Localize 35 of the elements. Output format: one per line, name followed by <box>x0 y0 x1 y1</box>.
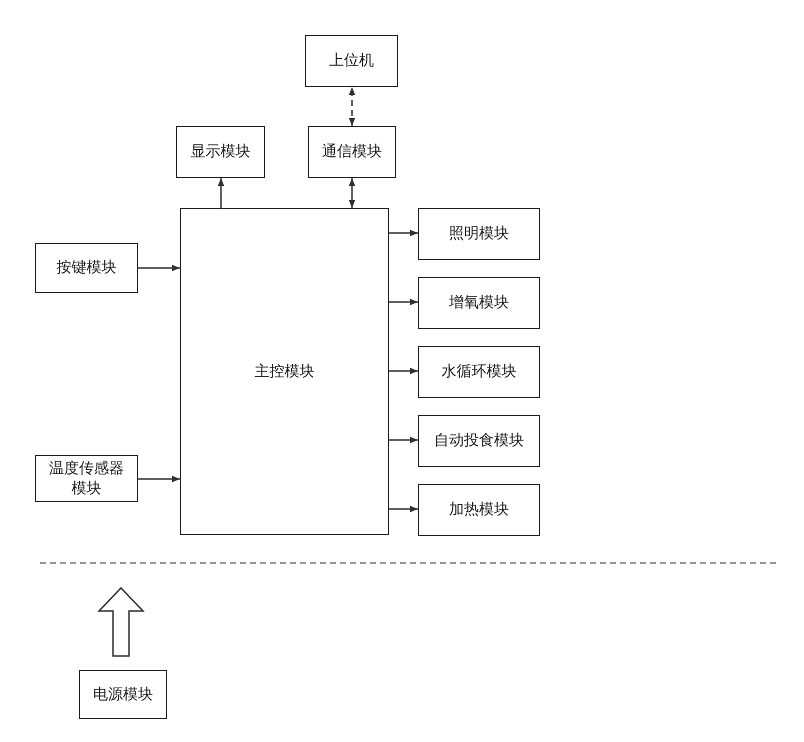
module-label: 主控模块 <box>254 362 314 382</box>
module-label: 温度传感器模块 <box>48 459 125 498</box>
module-box <box>418 415 540 467</box>
module-box <box>35 243 138 293</box>
module-box <box>305 35 398 87</box>
arrow <box>138 476 180 482</box>
arrow <box>389 298 418 306</box>
module-label: 增氧模块 <box>449 293 509 313</box>
arrow <box>389 436 418 444</box>
module-box <box>418 484 540 536</box>
arrow <box>389 506 418 512</box>
module-label: 通信模块 <box>322 142 382 162</box>
module-box <box>418 277 540 329</box>
module-label: 照明模块 <box>449 224 509 244</box>
arrow <box>218 178 224 208</box>
arrow <box>348 178 356 208</box>
module-box <box>418 208 540 260</box>
module-box <box>418 346 540 398</box>
module-box <box>176 126 265 178</box>
module-box <box>180 208 389 535</box>
module-label: 上位机 <box>329 51 374 71</box>
module-label: 显示模块 <box>190 142 250 162</box>
module-box <box>79 670 167 719</box>
module-box <box>308 126 396 178</box>
module-label: 水循环模块 <box>442 362 516 382</box>
arrow <box>348 87 356 126</box>
module-box <box>35 455 138 502</box>
module-label: 电源模块 <box>93 684 153 704</box>
arrow <box>138 264 180 272</box>
arrow <box>389 368 418 374</box>
module-label: 按键模块 <box>56 258 116 278</box>
block-arrow <box>97 586 145 657</box>
arrow <box>389 230 418 236</box>
module-label: 自动投食模块 <box>434 431 524 451</box>
module-label: 加热模块 <box>449 500 509 520</box>
